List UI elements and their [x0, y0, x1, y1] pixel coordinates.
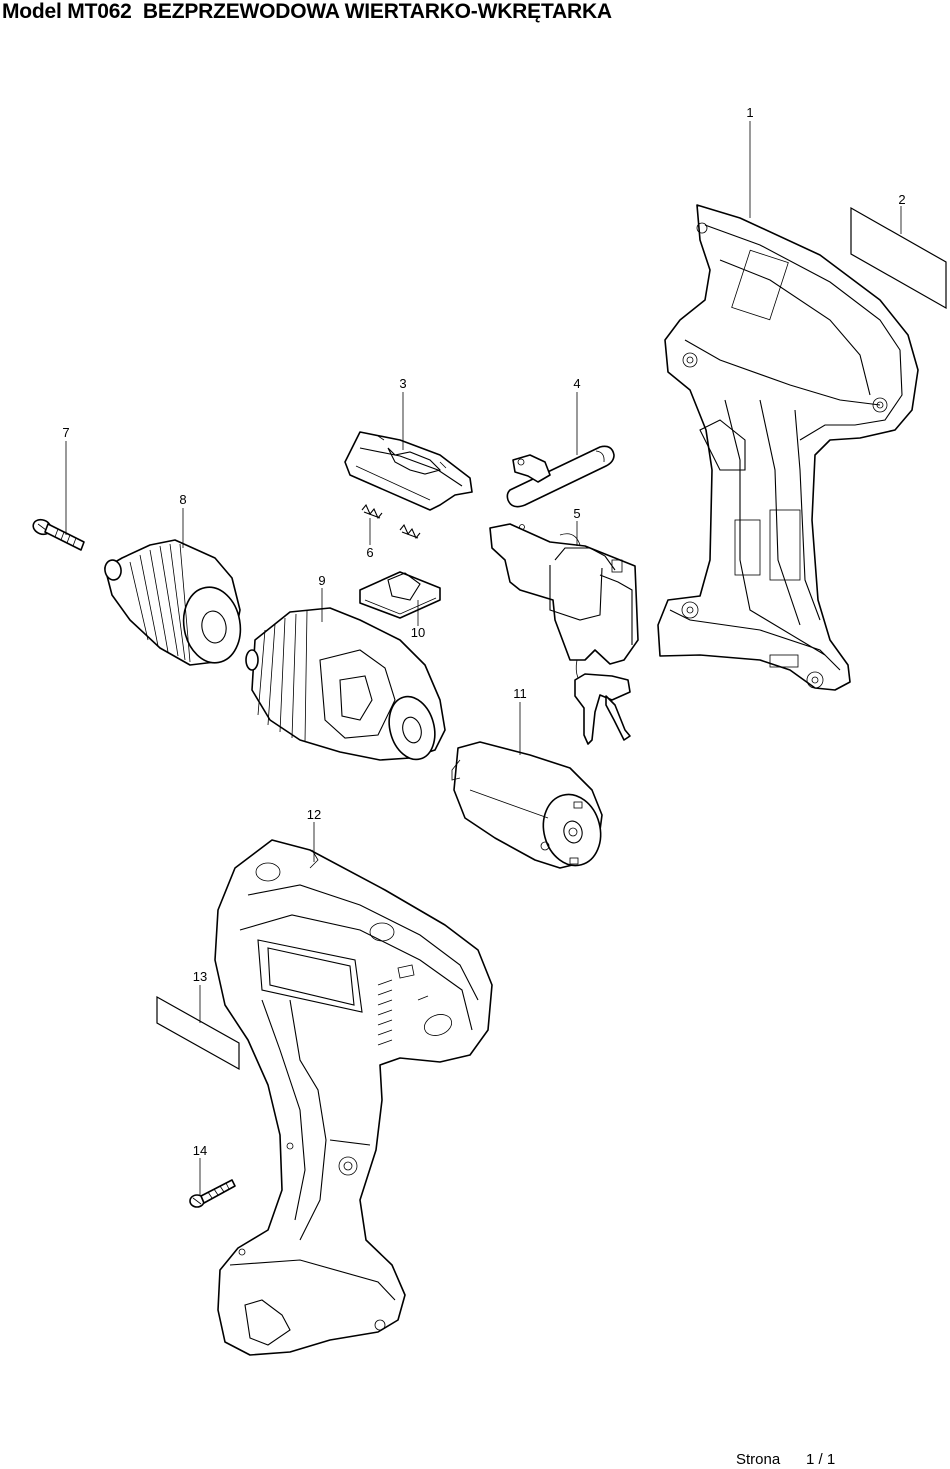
reversing-lever-icon[interactable] — [506, 445, 615, 508]
housing-right-icon[interactable] — [657, 204, 919, 691]
callout-number-1: 1 — [746, 105, 753, 120]
callout-number-2: 2 — [898, 192, 905, 207]
callout-number-14: 14 — [193, 1143, 207, 1158]
name-plate-icon[interactable] — [850, 206, 947, 310]
callout-number-7: 7 — [62, 425, 69, 440]
callout-number-9: 9 — [318, 573, 325, 588]
callout-number-3: 3 — [399, 376, 406, 391]
callout-number-5: 5 — [573, 506, 580, 521]
callout-number-10: 10 — [411, 625, 425, 640]
gear-assembly-icon[interactable] — [245, 607, 446, 765]
page-number: 1 / 1 — [806, 1451, 836, 1468]
compression-springs-icon[interactable] — [361, 503, 421, 540]
dc-motor-icon[interactable] — [451, 741, 608, 872]
keyless-chuck-icon[interactable] — [103, 539, 246, 667]
screw-icon[interactable] — [31, 517, 85, 551]
switch-cover-icon[interactable] — [344, 431, 473, 511]
switch-icon[interactable] — [489, 523, 639, 745]
plate-icon[interactable] — [359, 571, 441, 619]
page-title: Model MT062 BEZPRZEWODOWA WIERTARKO-WKRĘ… — [2, 0, 612, 23]
callout-number-13: 13 — [193, 969, 207, 984]
tapping-screw-icon[interactable] — [189, 1179, 236, 1208]
callout-number-6: 6 — [366, 545, 373, 560]
page-label: Strona — [736, 1451, 781, 1468]
name-plate-icon[interactable] — [156, 995, 240, 1071]
callout-number-4: 4 — [573, 376, 580, 391]
callout-number-11: 11 — [513, 686, 527, 701]
housing-left-icon[interactable] — [214, 839, 493, 1356]
callout-number-8: 8 — [179, 492, 186, 507]
callout-number-12: 12 — [307, 807, 321, 822]
